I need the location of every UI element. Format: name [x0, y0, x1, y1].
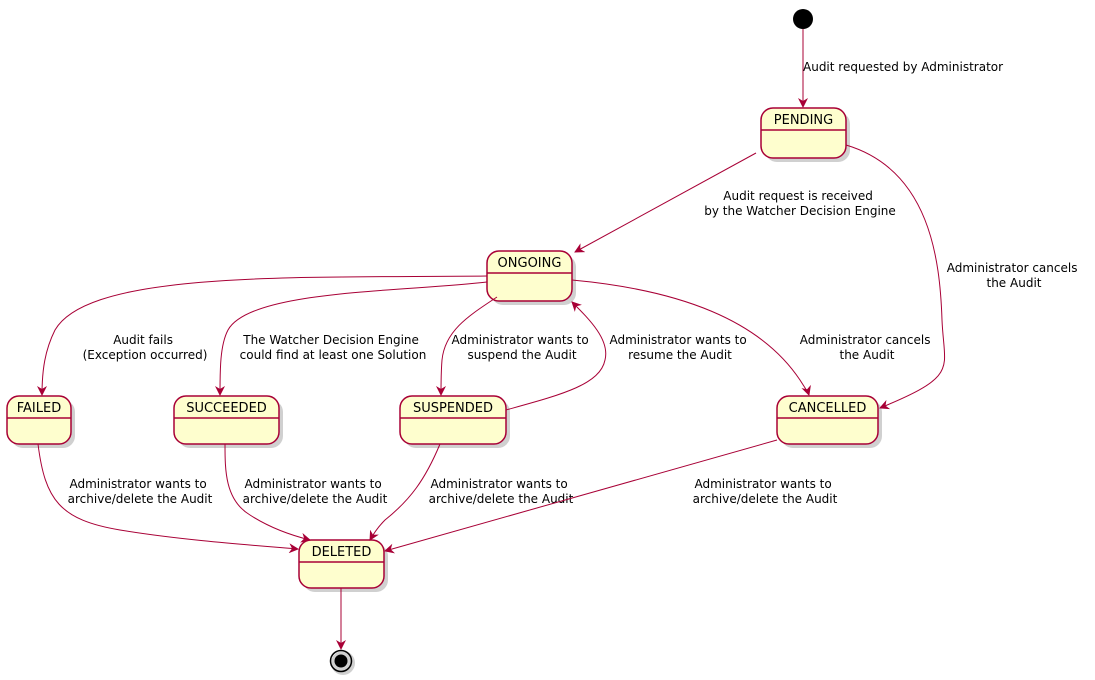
transition-label: Administrator wants to archive/delete th… — [243, 477, 388, 506]
state-cancelled: CANCELLED — [776, 395, 882, 448]
transition-cancelled-to-deleted: Administrator wants to archive/delete th… — [384, 439, 838, 554]
transition-label: Administrator wants to archive/delete th… — [68, 477, 213, 506]
transition-failed-to-deleted: Administrator wants to archive/delete th… — [37, 443, 299, 554]
state-succeeded: SUCCEEDED — [173, 395, 283, 448]
transition-label: Audit fails (Exception occurred) — [83, 333, 208, 362]
end-node — [329, 649, 355, 675]
transition-suspended-to-deleted: Administrator wants to archive/delete th… — [369, 443, 574, 541]
state-succeeded-label: SUCCEEDED — [186, 401, 267, 416]
transition-label: Administrator wants to resume the Audit — [609, 333, 750, 362]
transition-label: Audit request is received by the Watcher… — [704, 189, 896, 218]
state-cancelled-label: CANCELLED — [789, 401, 867, 416]
transition-label: Administrator cancels the Audit — [947, 261, 1082, 290]
transition-label: Administrator wants to suspend the Audit — [451, 333, 592, 362]
state-failed-label: FAILED — [17, 401, 61, 416]
state-ongoing-label: ONGOING — [498, 256, 562, 271]
start-node — [793, 9, 813, 29]
state-deleted: DELETED — [298, 539, 388, 592]
transition-label: The Watcher Decision Engine could find a… — [240, 333, 427, 362]
transition-ongoing-to-cancelled: Administrator cancels the Audit — [571, 279, 935, 396]
transition-label: Administrator cancels the Audit — [800, 333, 935, 362]
state-ongoing: ONGOING — [486, 250, 576, 305]
state-suspended-label: SUSPENDED — [413, 401, 493, 416]
state-pending-label: PENDING — [774, 113, 833, 128]
transition-label: Administrator wants to archive/delete th… — [693, 477, 838, 506]
state-pending: PENDING — [760, 107, 850, 162]
transition-suspended-to-ongoing: Administrator wants to resume the Audit — [505, 301, 750, 411]
state-suspended: SUSPENDED — [399, 395, 510, 448]
transition-ongoing-to-failed: Audit fails (Exception occurred) — [37, 275, 488, 396]
transition-label: Administrator wants to archive/delete th… — [429, 477, 574, 506]
transition-label: Audit requested by Administrator — [803, 60, 1003, 74]
transition-pending-to-cancelled: Administrator cancels the Audit — [845, 144, 1082, 410]
transition-ongoing-to-succeeded: The Watcher Decision Engine could find a… — [215, 281, 488, 396]
transition-succeeded-to-deleted: Administrator wants to archive/delete th… — [224, 443, 388, 543]
state-deleted-label: DELETED — [312, 545, 372, 560]
state-failed: FAILED — [6, 395, 75, 448]
transition-ongoing-to-suspended: Administrator wants to suspend the Audit — [436, 296, 592, 396]
transition-pending-to-ongoing: Audit request is received by the Watcher… — [574, 152, 896, 253]
transition-start-to-pending: Audit requested by Administrator — [798, 29, 1003, 108]
